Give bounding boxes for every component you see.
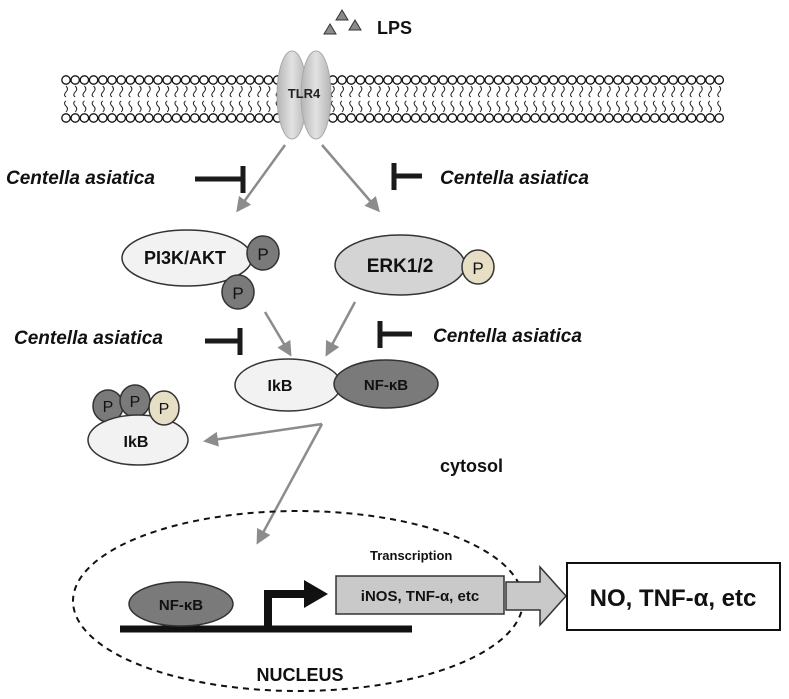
ikb-label: IkB: [268, 378, 293, 395]
phosphate-ikb-2-label: P: [130, 394, 141, 411]
inhibition-bar-3: [205, 328, 243, 355]
phosphate-pi3k-1: [246, 235, 280, 271]
phosphate-erk-label: P: [472, 259, 483, 278]
phospho-ikb-protein: [87, 414, 189, 466]
phosphate-pi3k-2-label: P: [232, 284, 243, 303]
phosphate-erk: [461, 249, 495, 285]
output-box: [566, 562, 781, 631]
phosphate-ikb-1-label: P: [103, 399, 114, 416]
phosphate-ikb-3-label: P: [159, 401, 170, 418]
arrow-erk-to-ikb: [325, 301, 357, 357]
centella-inhibitor-4-label: Centella asiatica: [433, 326, 582, 347]
phosphate-ikb-3: [148, 390, 180, 426]
centella-inhibitor-1-label: Centella asiatica: [6, 168, 155, 189]
tlr4-label: TLR4: [288, 86, 321, 101]
output-label: NO, TNF-α, etc: [590, 585, 757, 612]
erk-label: ERK1/2: [367, 256, 434, 277]
output-arrow: [505, 565, 568, 627]
cell-membrane: [61, 75, 725, 123]
arrow-tlr4-to-pi3k: [236, 144, 287, 213]
nucleus-label: NUCLEUS: [256, 665, 343, 685]
cytosol-label: cytosol: [440, 456, 503, 476]
lps-label: LPS: [377, 18, 412, 38]
phosphate-pi3k-1-label: P: [257, 245, 268, 264]
arrow-tlr4-to-erk: [321, 144, 380, 213]
nfkb-protein: [333, 359, 439, 409]
phosphate-pi3k-2: [221, 274, 255, 310]
tlr4-receptor: [276, 50, 332, 140]
centella-inhibitor-3-label: Centella asiatica: [14, 328, 163, 349]
inhibition-bar-1: [195, 166, 246, 193]
phospho-ikb-label: IkB: [124, 434, 149, 451]
nucleus-nfkb-protein: [128, 581, 234, 627]
inhibition-bar-2: [391, 163, 422, 190]
pi3k-akt-label: PI3K/AKT: [144, 248, 226, 268]
centella-inhibitor-2-label: Centella asiatica: [440, 168, 589, 189]
transcription-start-arrow: [264, 580, 328, 629]
arrow-ikb-release: [203, 422, 323, 447]
arrow-pi3k-to-ikb: [263, 311, 292, 357]
inhibition-bar-4: [377, 321, 412, 348]
transcription-label: Transcription: [370, 548, 452, 563]
target-genes-label: iNOS, TNF-α, etc: [361, 588, 479, 605]
nfkb-label: NF-κB: [364, 377, 408, 394]
target-genes-box: [335, 575, 505, 615]
nucleus-nfkb-label: NF-κB: [159, 597, 203, 614]
lps-molecules: [323, 9, 362, 35]
arrow-nfkb-to-nucleus: [256, 423, 324, 545]
